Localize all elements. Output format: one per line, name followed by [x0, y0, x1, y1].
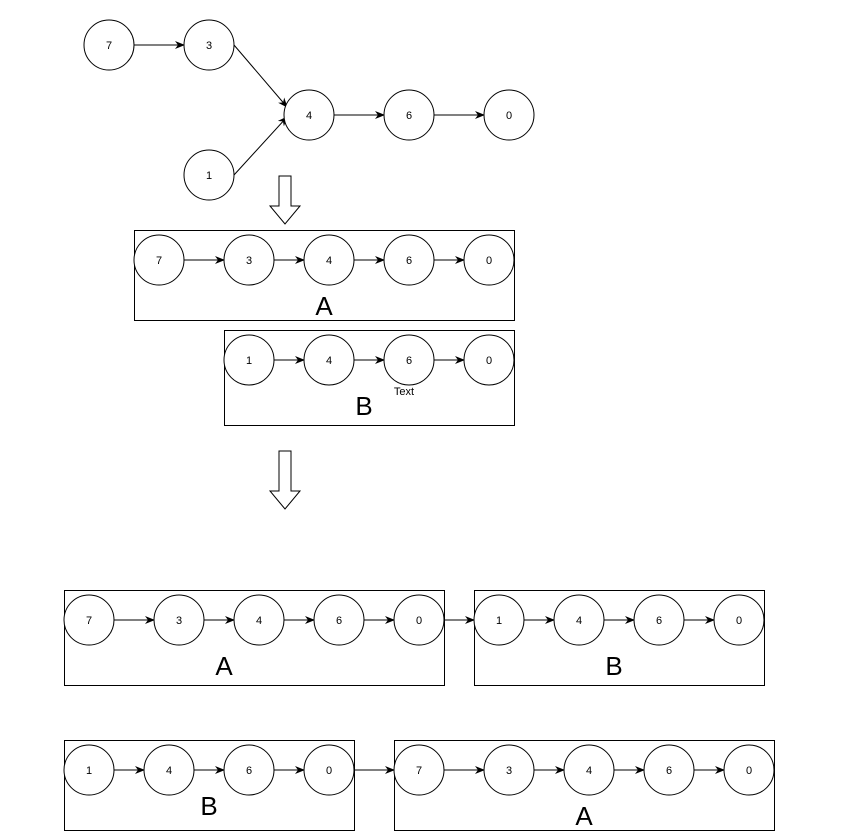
concat-node: 6	[223, 744, 275, 796]
concat-node: 1	[473, 594, 525, 646]
concat-node: 3	[483, 744, 535, 796]
node-label: 4	[576, 615, 582, 627]
concat-ba-label-a: A	[575, 801, 593, 831]
graph-node-label: 6	[406, 110, 412, 122]
node-label: 3	[176, 615, 182, 627]
concat-node: 3	[153, 594, 205, 646]
node-label: 4	[256, 615, 262, 627]
node-label: 6	[246, 765, 252, 777]
list-b-node: 4	[303, 334, 355, 386]
node-label: 4	[166, 765, 172, 777]
list-a-box: 7 3 4 6 0 A	[133, 230, 515, 321]
concat-node: 0	[393, 594, 445, 646]
node-label: 0	[486, 355, 492, 367]
concat-ab-label-a: A	[215, 651, 233, 681]
graph-node: 6	[383, 89, 435, 141]
edge-3-4	[233, 44, 288, 108]
concat-node: 6	[313, 594, 365, 646]
concat-node: 4	[143, 744, 195, 796]
node-label: 6	[336, 615, 342, 627]
concat-node: 4	[563, 744, 615, 796]
node-label: 1	[246, 355, 252, 367]
list-a-node: 6	[383, 234, 435, 286]
graph-node-label: 1	[206, 170, 212, 182]
concat-node: 6	[643, 744, 695, 796]
graph-node: 1	[183, 149, 235, 201]
down-arrow-icon	[268, 450, 302, 510]
graph-node-label: 0	[506, 110, 512, 122]
down-arrow-icon	[268, 175, 302, 225]
node-label: 6	[656, 615, 662, 627]
concat-node: 6	[633, 594, 685, 646]
graph-node: 3	[183, 19, 235, 71]
concat-node: 7	[63, 594, 115, 646]
concat-node: 7	[393, 744, 445, 796]
concat-node: 4	[553, 594, 605, 646]
node-label: 1	[496, 615, 502, 627]
concat-ab-label-b: B	[605, 651, 622, 681]
top-graph: 7 3 1 4 6 0	[83, 19, 535, 201]
node-label: 3	[506, 765, 512, 777]
node-label: 3	[246, 255, 252, 267]
list-b-box: 1 4 6 0 Text B	[223, 330, 515, 426]
node-label: 4	[586, 765, 592, 777]
graph-node: 0	[483, 89, 535, 141]
graph-node-label: 7	[106, 40, 112, 52]
node-label: 6	[406, 255, 412, 267]
concat-node: 0	[723, 744, 775, 796]
node-label: 7	[156, 255, 162, 267]
node-label: 7	[86, 615, 92, 627]
concat-node: 4	[233, 594, 285, 646]
list-b-node: 6	[383, 334, 435, 386]
concat-ba-box-b	[64, 740, 355, 831]
node-label: 0	[486, 255, 492, 267]
node-label: 0	[736, 615, 742, 627]
concat-ab-row: 7 3 4 6 0 1 4 6 0 A B	[63, 590, 765, 686]
node-label: 0	[326, 765, 332, 777]
graph-node-label: 4	[306, 110, 312, 122]
list-a-node: 3	[223, 234, 275, 286]
concat-node: 1	[63, 744, 115, 796]
list-a-node: 7	[133, 234, 185, 286]
concat-node: 0	[713, 594, 765, 646]
list-a-node: 4	[303, 234, 355, 286]
node-label: 4	[326, 255, 332, 267]
node-label: 0	[746, 765, 752, 777]
concat-node: 0	[303, 744, 355, 796]
node-label: 6	[666, 765, 672, 777]
list-b-node: 0	[463, 334, 515, 386]
graph-node-label: 3	[206, 40, 212, 52]
list-a-label: A	[315, 291, 333, 321]
node-label: 0	[416, 615, 422, 627]
list-b-label: B	[355, 391, 372, 421]
edge-1-4	[233, 116, 288, 176]
graph-node: 4	[283, 89, 335, 141]
list-a-node: 0	[463, 234, 515, 286]
concat-ba-row: 1 4 6 0 7 3 4 6 0 B A	[63, 740, 775, 831]
node-label: 6	[406, 355, 412, 367]
graph-node: 7	[83, 19, 135, 71]
concat-ab-box-b	[474, 590, 765, 686]
text-note: Text	[394, 386, 414, 398]
node-label: 1	[86, 765, 92, 777]
concat-ba-label-b: B	[200, 791, 217, 821]
node-label: 4	[326, 355, 332, 367]
node-label: 7	[416, 765, 422, 777]
list-b-node: 1	[223, 334, 275, 386]
